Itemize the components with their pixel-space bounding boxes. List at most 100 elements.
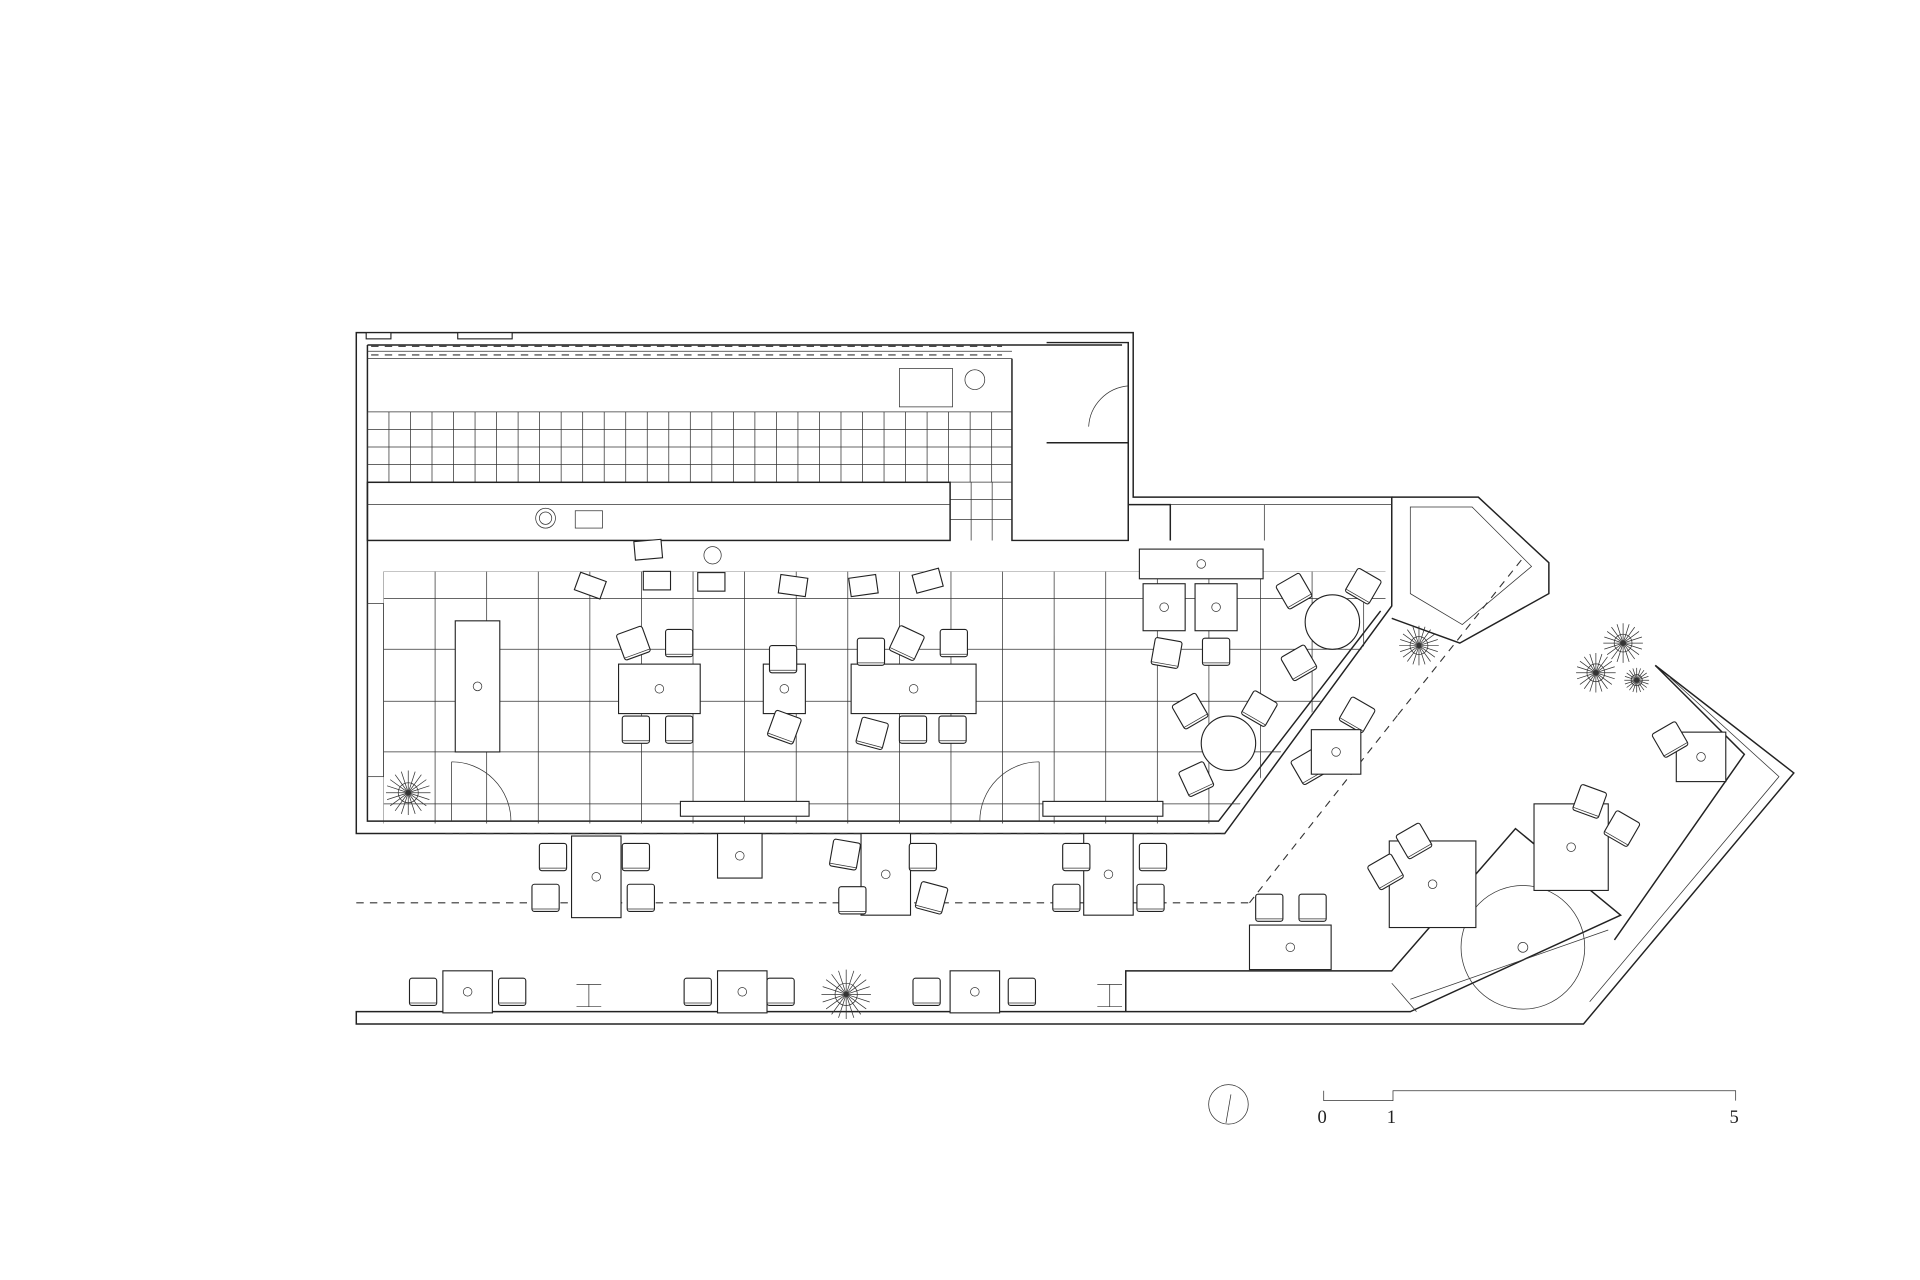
chair [1241, 690, 1278, 727]
chair [1603, 810, 1641, 847]
chair [1062, 842, 1091, 872]
table [716, 832, 763, 879]
menu-board [633, 538, 664, 561]
chair [767, 709, 802, 745]
table [1194, 583, 1238, 632]
chair-back [1379, 874, 1404, 889]
entrance-doors [451, 385, 1164, 822]
chair [1255, 893, 1284, 922]
table [860, 832, 912, 916]
chair [616, 625, 651, 661]
chair-seat [1298, 893, 1327, 922]
chair-seat [938, 715, 967, 744]
chair [665, 715, 694, 744]
table-item [1285, 942, 1296, 953]
chair-back [1183, 713, 1208, 728]
planter-pot [1630, 674, 1643, 687]
plant [821, 969, 871, 1020]
chair-seat [621, 842, 651, 872]
scale-label-0: 0 [1318, 1107, 1327, 1128]
kitchen-tile-grid [367, 411, 1012, 541]
table-item [1427, 879, 1438, 889]
chair [898, 715, 928, 744]
chair-seat [766, 977, 795, 1007]
chair-back [1241, 711, 1266, 726]
round-table [1304, 594, 1361, 650]
chair-seat [1241, 690, 1278, 727]
chair-seat [616, 625, 651, 661]
menu-board [777, 573, 809, 598]
chair [1150, 637, 1183, 669]
table-item [472, 681, 483, 692]
chair-back [1339, 717, 1364, 732]
chair-seat [1572, 784, 1607, 819]
chair [908, 842, 938, 872]
table-item [908, 684, 919, 694]
chair-back [1287, 593, 1312, 608]
chair [914, 881, 949, 915]
chair [683, 977, 712, 1007]
chair [1395, 822, 1433, 860]
furniture [408, 538, 1727, 1014]
chair-seat [1603, 810, 1641, 847]
chair-seat [939, 628, 968, 658]
table [1083, 832, 1134, 916]
chair-seat [626, 883, 655, 913]
tile-lines [367, 411, 1012, 541]
chair [621, 842, 651, 872]
chair-back [889, 647, 915, 660]
chair [626, 883, 655, 913]
chair-seat [829, 838, 861, 871]
chair [855, 716, 889, 751]
chair [1201, 637, 1231, 666]
table-item [881, 869, 891, 880]
planter-pot [834, 982, 858, 1006]
menu-board [848, 573, 879, 598]
terrace [355, 556, 1795, 1025]
plants [385, 623, 1650, 1020]
chair-seat [1052, 883, 1081, 913]
chair [538, 842, 568, 872]
chair-back [1345, 588, 1370, 603]
chair-back [829, 862, 857, 869]
chair-seat [1395, 822, 1433, 860]
table-item [591, 872, 601, 882]
chair [768, 645, 798, 674]
chair-back [1188, 783, 1214, 796]
chair-seat [538, 842, 568, 872]
chair-seat [408, 977, 438, 1007]
chair [766, 977, 795, 1007]
table-item [1211, 602, 1221, 612]
table-item [1696, 752, 1706, 762]
chair [408, 977, 438, 1007]
table [454, 620, 501, 753]
chair [838, 886, 867, 915]
chair [938, 715, 967, 744]
chair-seat [898, 715, 928, 744]
table [442, 970, 493, 1014]
plant [1576, 652, 1616, 693]
chair [888, 625, 925, 661]
table-item [735, 851, 745, 861]
table-item [737, 987, 747, 997]
table [1388, 840, 1477, 929]
chair-seat [1338, 696, 1376, 734]
chair-seat [1062, 842, 1091, 872]
menu-board [573, 571, 607, 600]
chair-back [1572, 806, 1599, 817]
planter-pot [397, 782, 419, 804]
table-item [462, 987, 473, 997]
chair-seat [908, 842, 938, 872]
table-item [654, 684, 665, 694]
chair-back [1407, 843, 1432, 858]
wall-bench [367, 603, 384, 778]
plant [385, 770, 431, 815]
chair-back [1292, 665, 1317, 680]
chair-back [1663, 742, 1688, 757]
table-item [1566, 842, 1576, 852]
chair-seat [838, 886, 867, 915]
chair [1651, 721, 1689, 758]
chair [665, 628, 694, 658]
chair-seat [912, 977, 941, 1007]
table-item [1159, 602, 1169, 612]
